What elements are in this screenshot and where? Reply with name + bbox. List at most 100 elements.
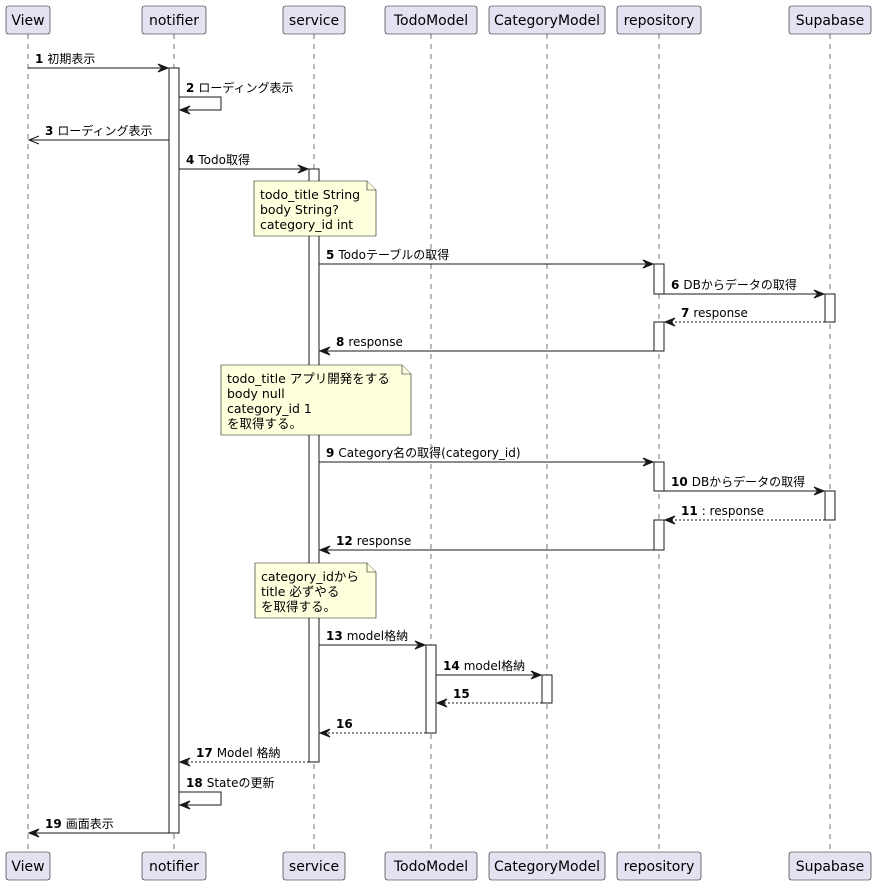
participant-label: repository bbox=[624, 859, 695, 875]
message-11: 11 : response bbox=[663, 504, 825, 525]
message-12: 12 response bbox=[318, 534, 654, 555]
activation-bar-categorymodel bbox=[541, 674, 553, 704]
participant-label: Supabase bbox=[796, 859, 865, 875]
activation-bar-repository bbox=[653, 263, 665, 295]
message-text: Todoテーブルの取得 bbox=[337, 247, 449, 262]
participant-view-bottom: View bbox=[5, 851, 51, 881]
message-number: 2 bbox=[186, 81, 194, 95]
note-line: todo_title アプリ開発をする bbox=[227, 371, 390, 386]
activation-bar-notifier bbox=[168, 67, 180, 834]
message-17: 17 Model 格納 bbox=[178, 745, 309, 767]
message-16: 16 bbox=[318, 717, 426, 738]
message-number: 7 bbox=[681, 306, 689, 320]
participant-todomodel-top: TodoModel bbox=[384, 5, 478, 35]
message-18: 18 Stateの更新 bbox=[178, 775, 274, 810]
message-text: ローディング表示 bbox=[57, 123, 152, 138]
activation-bar-repository bbox=[653, 321, 665, 352]
message-text: response bbox=[357, 534, 412, 548]
message-label: 11 : response bbox=[681, 504, 764, 518]
activation-bar-supabase bbox=[824, 293, 836, 323]
message-label: 17 Model 格納 bbox=[196, 745, 281, 760]
participant-label: View bbox=[11, 13, 44, 29]
message-number: 13 bbox=[326, 629, 343, 643]
message-number: 12 bbox=[336, 534, 353, 548]
participant-label: notifier bbox=[149, 13, 199, 29]
participant-label: TodoModel bbox=[393, 13, 468, 29]
message-text: : response bbox=[702, 504, 764, 518]
participant-label: TodoModel bbox=[393, 859, 468, 875]
message-9: 9 Category名の取得(category_id) bbox=[319, 445, 655, 467]
participant-repository-bottom: repository bbox=[616, 851, 702, 881]
message-number: 19 bbox=[45, 817, 62, 831]
message-label: 9 Category名の取得(category_id) bbox=[326, 445, 521, 460]
message-number: 5 bbox=[326, 248, 334, 262]
message-1: 1 初期表示 bbox=[28, 52, 170, 73]
note-line: を取得する。 bbox=[227, 416, 302, 431]
participant-service-bottom: service bbox=[282, 851, 346, 881]
message-label: 15 bbox=[453, 687, 470, 701]
participant-view-top: View bbox=[5, 5, 51, 35]
note-line: category_id int bbox=[260, 217, 353, 232]
message-number: 17 bbox=[196, 746, 213, 760]
message-text: Stateの更新 bbox=[207, 775, 275, 790]
note-line: title 必ずやる bbox=[261, 584, 339, 599]
message-label: 1 初期表示 bbox=[35, 52, 95, 66]
message-number: 3 bbox=[45, 124, 53, 138]
message-15: 15 bbox=[435, 687, 542, 708]
participant-label: service bbox=[289, 13, 339, 29]
message-text: Model 格納 bbox=[217, 745, 281, 760]
participant-label: View bbox=[11, 859, 44, 875]
message-number: 10 bbox=[671, 475, 688, 489]
message-number: 11 bbox=[681, 504, 698, 518]
message-label: 13 model格納 bbox=[326, 628, 408, 643]
note-line: body null bbox=[227, 386, 285, 401]
participant-categorymodel-bottom: CategoryModel bbox=[488, 851, 606, 881]
message-10: 10 DBからデータの取得 bbox=[664, 474, 826, 496]
message-number: 1 bbox=[35, 52, 43, 66]
message-number: 18 bbox=[186, 776, 203, 790]
message-number: 6 bbox=[671, 278, 679, 292]
message-label: 10 DBからデータの取得 bbox=[671, 474, 805, 489]
message-text: model格納 bbox=[464, 658, 525, 673]
activation-bar-repository bbox=[653, 461, 665, 492]
activation-bar-todomodel bbox=[425, 644, 437, 734]
message-number: 9 bbox=[326, 446, 334, 460]
participant-label: CategoryModel bbox=[494, 859, 600, 875]
note-line: todo_title String bbox=[260, 187, 360, 202]
message-number: 4 bbox=[186, 153, 194, 167]
activation-bar-repository bbox=[653, 519, 665, 551]
note-line: を取得する。 bbox=[261, 599, 336, 614]
participant-notifier-top: notifier bbox=[141, 5, 207, 35]
message-label: 18 Stateの更新 bbox=[186, 775, 274, 790]
message-19: 19 画面表示 bbox=[27, 817, 169, 838]
message-text: Todo取得 bbox=[197, 152, 250, 167]
message-text: 画面表示 bbox=[66, 817, 114, 831]
participant-label: notifier bbox=[149, 859, 199, 875]
participant-label: CategoryModel bbox=[494, 13, 600, 29]
participant-supabase-bottom: Supabase bbox=[788, 851, 872, 881]
participant-label: service bbox=[289, 859, 339, 875]
note-line: category_idから bbox=[261, 569, 359, 584]
message-text: DBからデータの取得 bbox=[692, 474, 805, 489]
message-text: 初期表示 bbox=[47, 52, 95, 66]
message-label: 12 response bbox=[336, 534, 411, 548]
message-text: Category名の取得(category_id) bbox=[338, 445, 520, 460]
message-13: 13 model格納 bbox=[319, 628, 427, 650]
participant-repository-top: repository bbox=[616, 5, 702, 35]
message-text: model格納 bbox=[347, 628, 408, 643]
activation-bar-supabase bbox=[824, 490, 836, 521]
